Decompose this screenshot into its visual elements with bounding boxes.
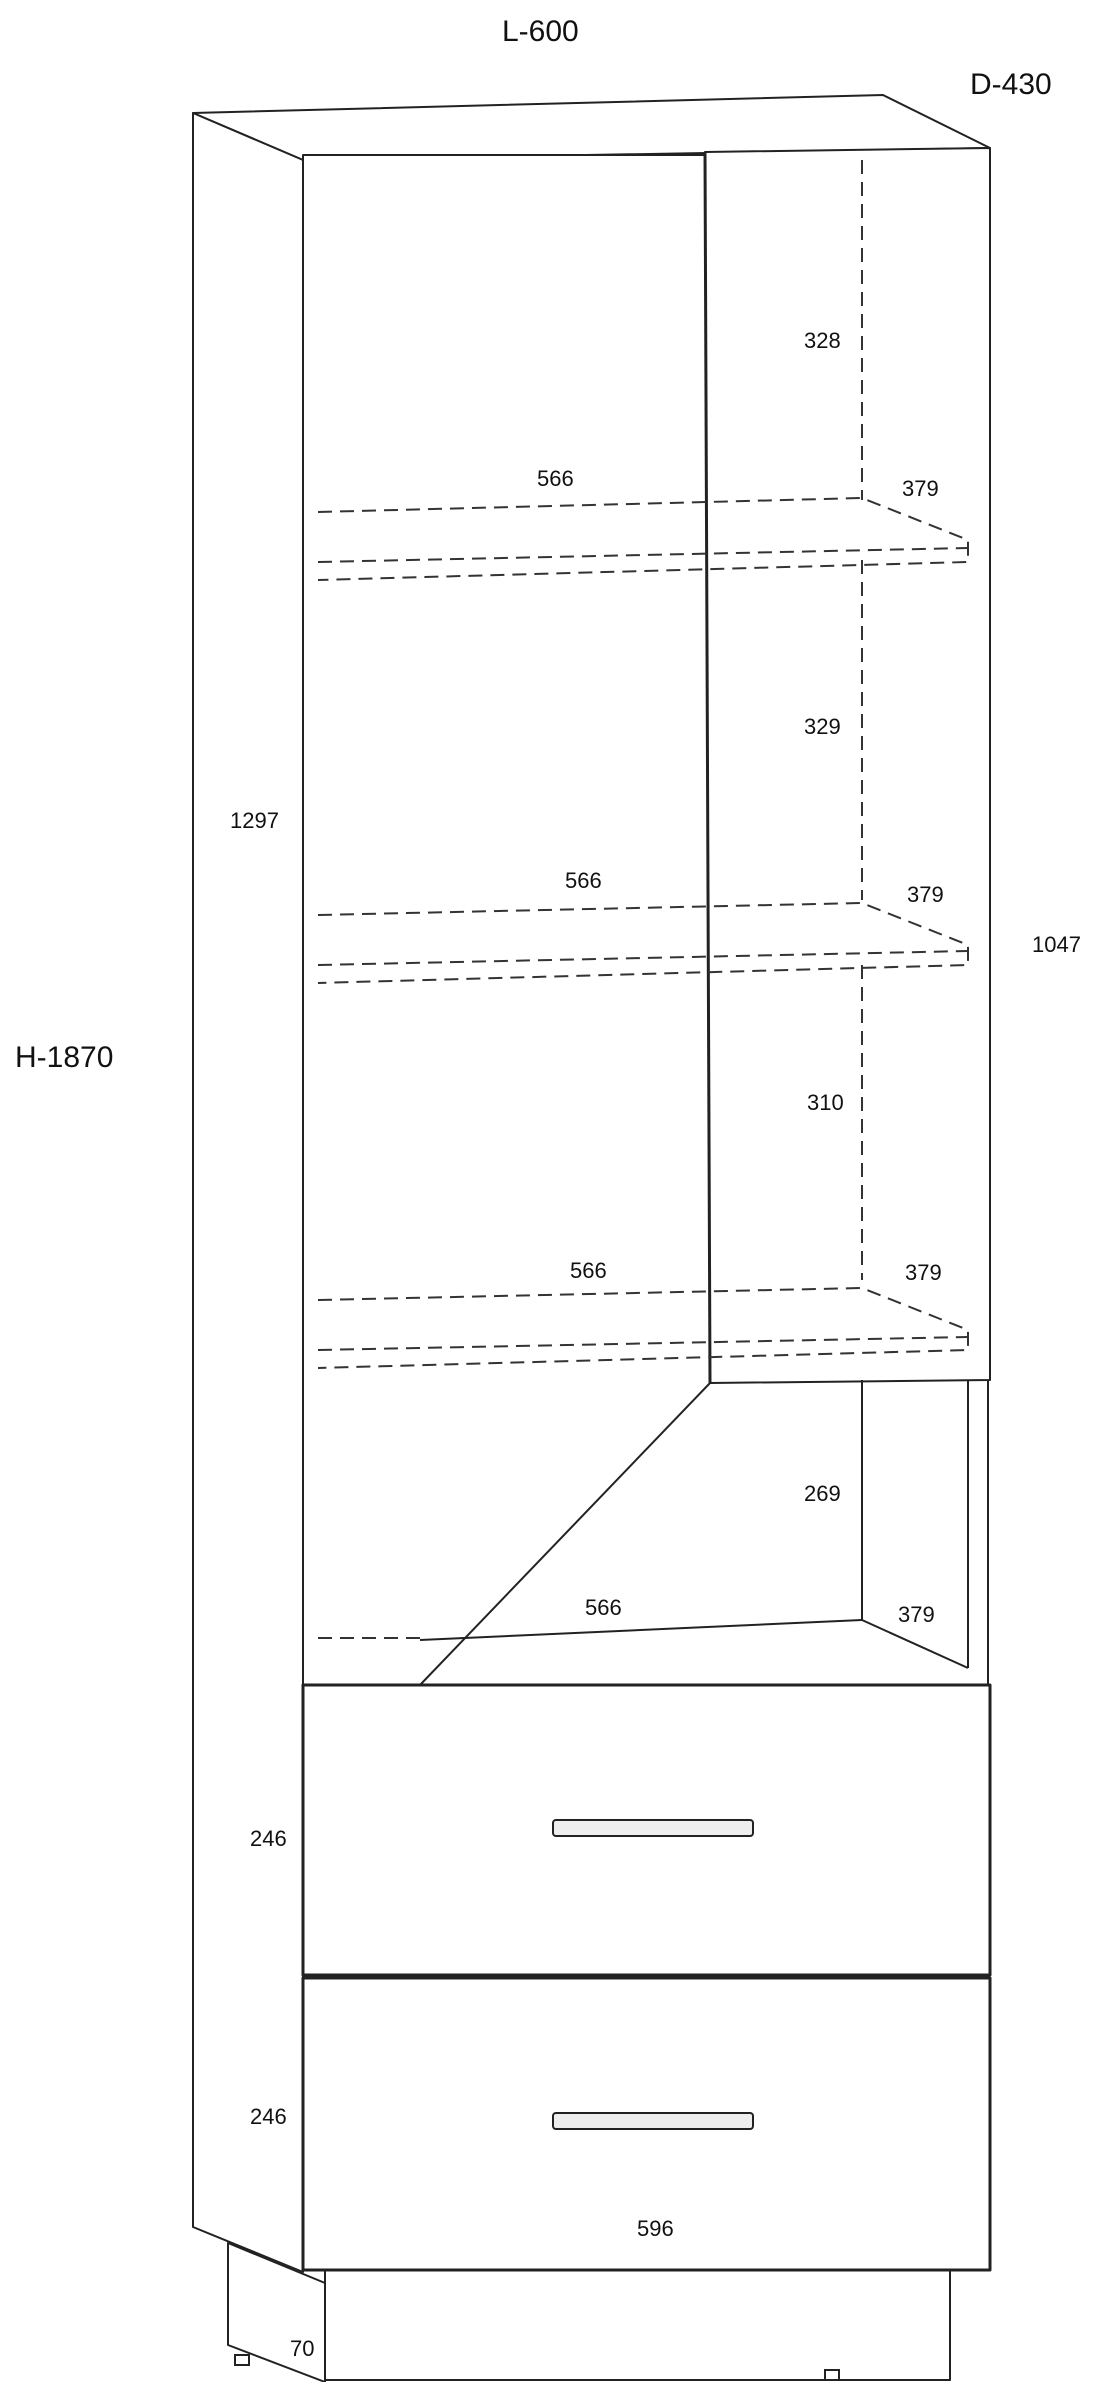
bottom-shelf-back: [419, 1619, 863, 1641]
shelf-depth-label: 379: [905, 1260, 942, 1285]
shelf-depth-label: 379: [902, 476, 939, 501]
dashed-lines: [317, 160, 969, 1639]
shelf-depth-label: 379: [907, 882, 944, 907]
compartment-height-label: 328: [804, 328, 841, 353]
door-height-label: 1047: [1032, 932, 1081, 957]
upper-height-label: 1297: [230, 808, 279, 833]
width-label: L-600: [502, 15, 579, 48]
compartment-height-label: 269: [804, 1481, 841, 1506]
inner-width-label: 596: [637, 2216, 674, 2241]
drawer-top-height-label: 246: [250, 1826, 287, 1851]
foot-left: [234, 2354, 250, 2366]
compartment-height-label: 329: [804, 714, 841, 739]
foot-right: [824, 2369, 840, 2381]
shelf-depth-label: 379: [898, 1602, 935, 1627]
shelf-width-label: 566: [565, 868, 602, 893]
door-diagonal: [419, 1382, 711, 1686]
bottom-shelf-diag: [861, 1619, 969, 1669]
compartment-height-label: 310: [807, 1090, 844, 1115]
shelf-width-label: 566: [570, 1258, 607, 1283]
shelf-width-label: 566: [585, 1595, 622, 1620]
depth-label: D-430: [970, 68, 1052, 101]
drawer-bottom-height-label: 246: [250, 2104, 287, 2129]
base-height-label: 70: [290, 2336, 315, 2361]
drawer-handle-bottom: [552, 2112, 754, 2130]
height-label: H-1870: [15, 1041, 114, 1074]
cabinet-side-panel: [192, 112, 304, 2273]
drawer-handle-top: [552, 1819, 754, 1837]
door-edge: [703, 151, 712, 1384]
plinth-front: [324, 2269, 951, 2381]
glass-door: [704, 147, 991, 1384]
shelf-width-label: 566: [537, 466, 574, 491]
